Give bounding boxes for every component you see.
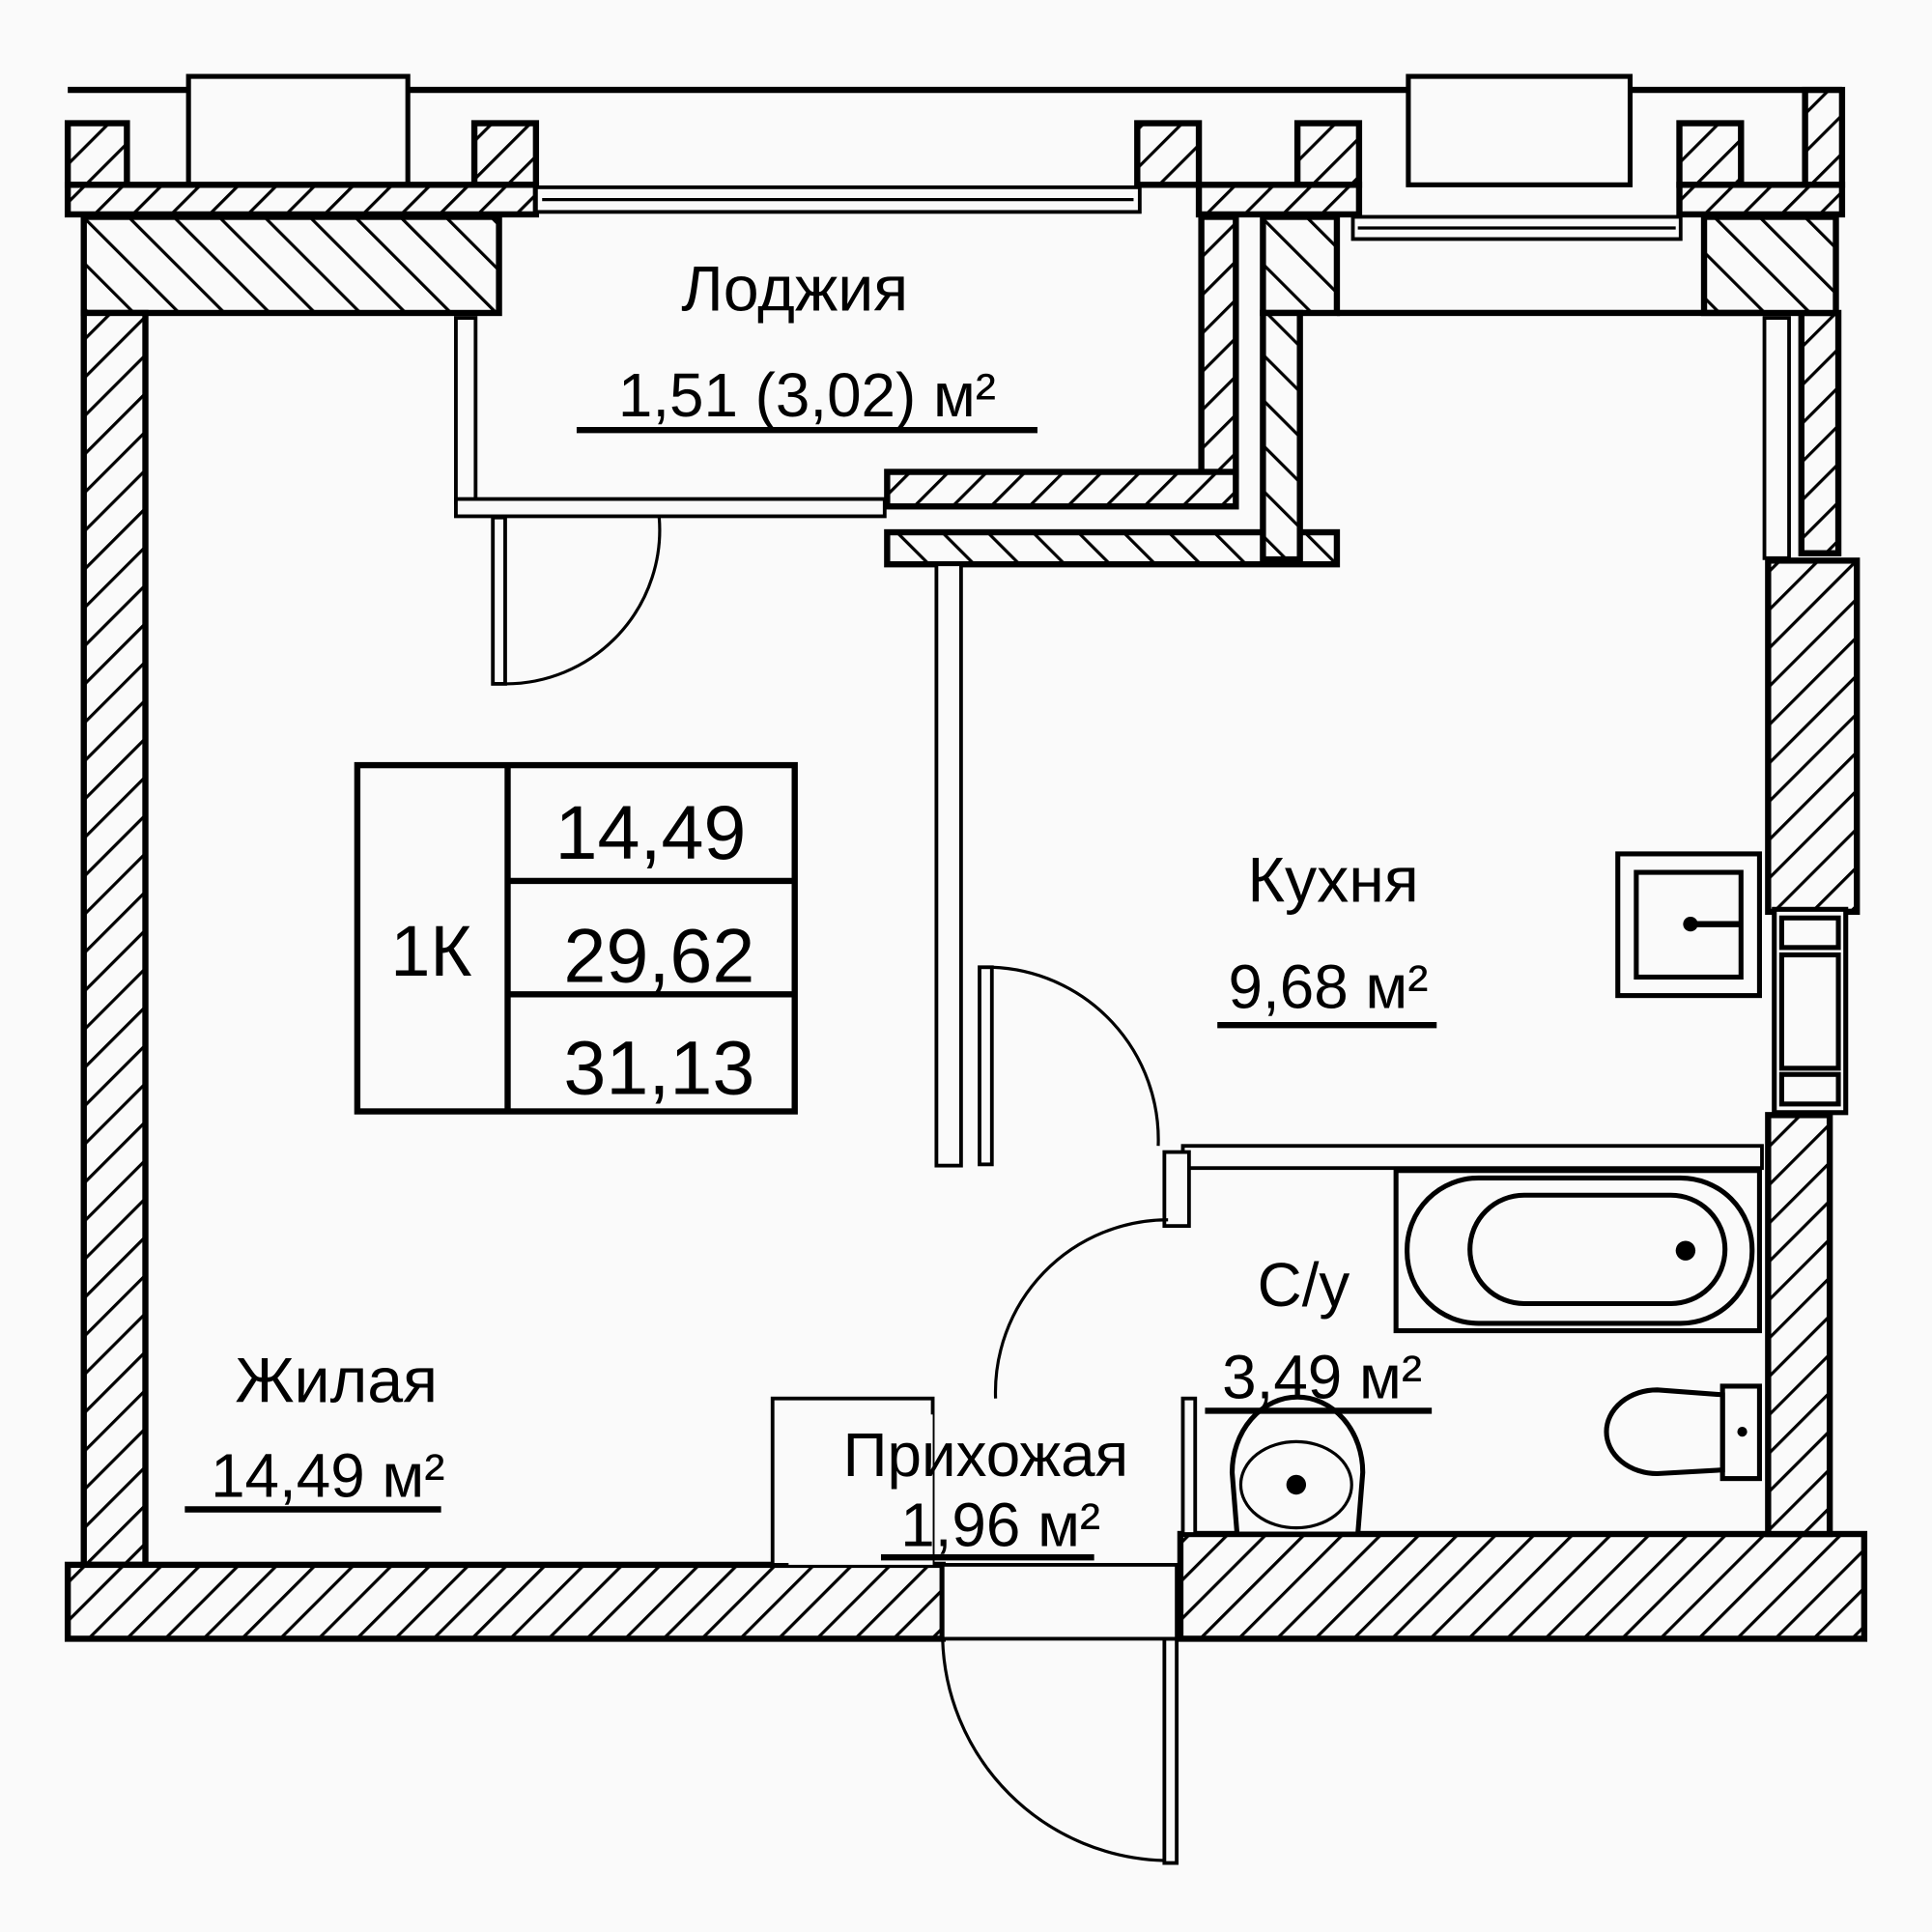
stove-icon xyxy=(1772,906,1849,1116)
doors xyxy=(491,515,1179,1865)
room-area: 1,96 м² xyxy=(900,1491,1100,1560)
partitions xyxy=(770,562,1764,1567)
room-hallway: Прихожая 1,96 м² xyxy=(843,1420,1128,1561)
room-name: Прихожая xyxy=(843,1420,1128,1490)
facade xyxy=(64,73,1846,218)
room-name: Жилая xyxy=(235,1346,438,1417)
loggia-window xyxy=(533,185,1683,242)
washbasin-icon xyxy=(1229,1394,1366,1537)
room-kitchen: Кухня 9,68 м² xyxy=(1217,845,1437,1029)
bathtub-icon xyxy=(1393,1168,1762,1334)
total-area-value: 31,13 xyxy=(563,1025,754,1111)
area-summary-table: 1К 14,49 29,62 31,13 xyxy=(354,761,798,1115)
kitchen-sink-icon xyxy=(1615,851,1762,999)
room-bathroom: С/у 3,49 м² xyxy=(1205,1250,1433,1414)
room-area: 1,51 (3,02) м² xyxy=(618,360,996,430)
apartment-type-label: 1К xyxy=(390,911,471,991)
walls xyxy=(64,213,1868,1642)
room-name: Кухня xyxy=(1247,845,1418,917)
room-name: Лоджия xyxy=(681,253,908,325)
total-area-no-loggia-value: 29,62 xyxy=(563,913,754,999)
room-living: Жилая 14,49 м² xyxy=(185,1346,444,1513)
room-area: 3,49 м² xyxy=(1222,1343,1422,1412)
room-name: С/у xyxy=(1258,1250,1350,1320)
room-area: 9,68 м² xyxy=(1229,952,1429,1021)
room-loggia: Лоджия 1,51 (3,02) м² xyxy=(576,253,1037,434)
room-area: 14,49 м² xyxy=(211,1441,444,1511)
toilet-icon xyxy=(1604,1383,1762,1482)
living-area-value: 14,49 xyxy=(555,789,747,875)
